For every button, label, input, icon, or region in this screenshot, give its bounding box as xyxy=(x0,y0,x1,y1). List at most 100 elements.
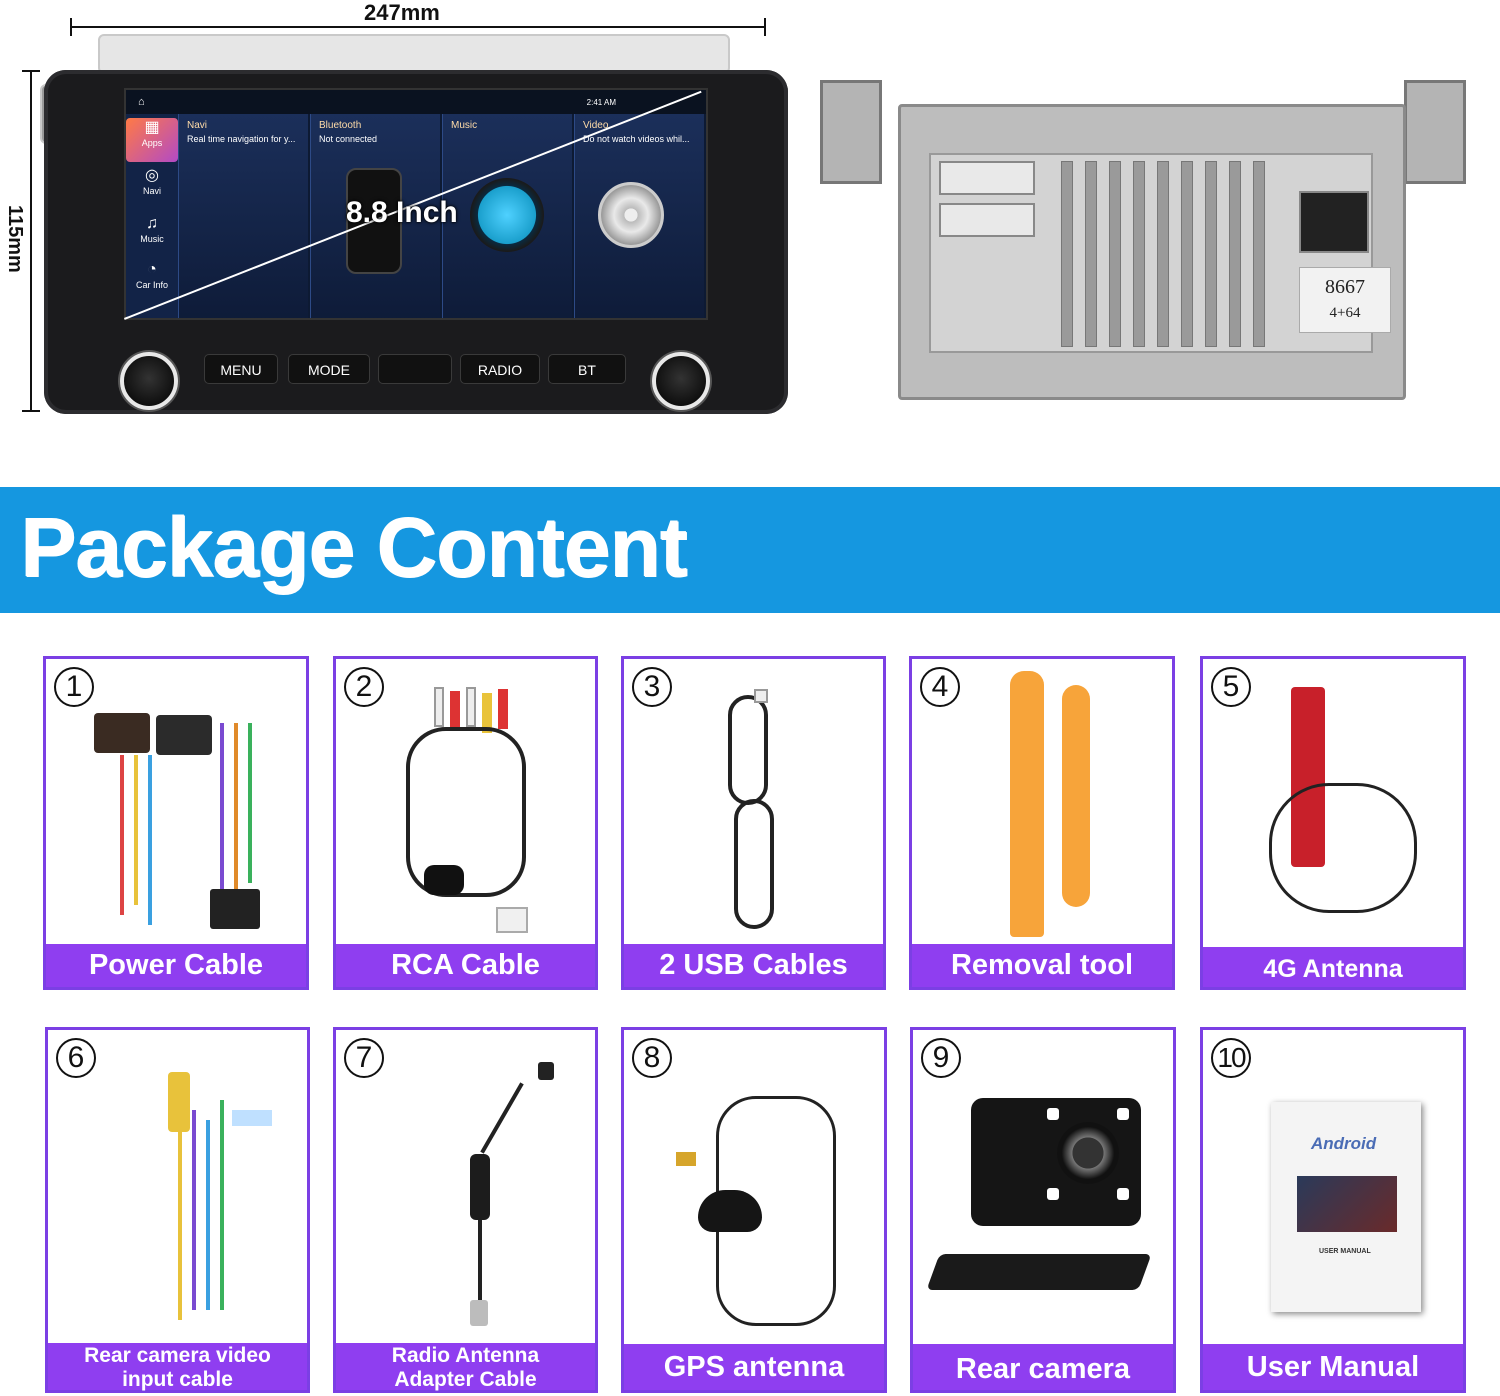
home-icon: ⌂ xyxy=(138,96,145,108)
user-manual-image: Android USER MANUAL xyxy=(1271,1102,1421,1312)
item-number: 6 xyxy=(56,1038,96,1078)
banner-title: Package Content xyxy=(20,500,688,594)
status-time: 2:41 AM xyxy=(586,98,616,107)
screen-sidebar: ▦ Apps ◎ Navi ♫ Music ◔ Car Info xyxy=(126,114,178,318)
radio-button: RADIO xyxy=(460,354,540,384)
grid-icon: ▦ xyxy=(144,119,160,136)
sidebar-item-label: Car Info xyxy=(135,280,168,290)
manual-brand: Android xyxy=(1311,1134,1377,1153)
sidebar-item-navi: ◎ Navi xyxy=(126,166,178,210)
item-radio-antenna-adapter: 7 Radio Antenna Adapter Cable xyxy=(333,1027,598,1393)
item-label-line1: Rear camera video xyxy=(84,1344,271,1367)
item-number: 10 xyxy=(1211,1038,1251,1078)
gps-antenna-image xyxy=(676,1096,856,1336)
power-cable-image xyxy=(90,713,280,933)
heatsink-fin xyxy=(1061,161,1073,347)
item-rca-cable: 2 RCA Cable xyxy=(333,656,598,990)
memory-spec: 4+64 xyxy=(1329,305,1361,321)
power-connector xyxy=(1299,191,1369,253)
item-number: 2 xyxy=(344,667,384,707)
blank-button xyxy=(378,354,452,384)
manual-caption: USER MANUAL xyxy=(1319,1248,1371,1255)
sidebar-item-music: ♫ Music xyxy=(126,214,178,258)
width-dimension-label: 247mm xyxy=(364,0,440,25)
item-user-manual: 10 Android USER MANUAL User Manual xyxy=(1200,1027,1466,1393)
top-mount-bracket xyxy=(98,34,730,74)
item-rear-camera-input-cable: 6 Rear camera video input cable xyxy=(45,1027,310,1393)
item-number: 5 xyxy=(1211,667,1251,707)
item-gps-antenna: 8 GPS antenna xyxy=(621,1027,887,1393)
music-disc-icon xyxy=(470,178,544,252)
item-label: Rear camera xyxy=(913,1344,1173,1390)
item-usb-cables: 3 2 USB Cables xyxy=(621,656,886,990)
rear-mount-ear-left xyxy=(820,80,882,184)
rear-camera-image xyxy=(926,1098,1153,1328)
bt-button: BT xyxy=(548,354,626,384)
sidebar-item-label: Music xyxy=(140,234,164,244)
item-label: Power Cable xyxy=(46,944,306,987)
model-number: 8667 xyxy=(1325,276,1365,298)
card-subtitle: Real time navigation for y... xyxy=(187,134,296,144)
item-label: User Manual xyxy=(1203,1344,1463,1390)
item-label-line1: Radio Antenna xyxy=(391,1344,540,1367)
sidebar-item-label: Apps xyxy=(141,138,163,148)
heatsink-fin xyxy=(1109,161,1121,347)
removal-tool-image xyxy=(1008,671,1098,939)
item-label: Radio Antenna Adapter Cable xyxy=(336,1343,595,1391)
card-title: Video xyxy=(583,120,609,131)
usb-cable-image xyxy=(720,689,790,935)
rear-mount-ear-right xyxy=(1404,80,1466,184)
sidebar-item-apps: ▦ Apps xyxy=(126,118,178,162)
item-number: 7 xyxy=(344,1038,384,1078)
item-removal-tool: 4 Removal tool xyxy=(909,656,1175,990)
heatsink-fin xyxy=(1253,161,1265,347)
rear-heatsink-panel: 8667 4+64 xyxy=(929,153,1391,353)
4g-antenna-image xyxy=(1269,687,1419,927)
heatsink-fin xyxy=(1133,161,1145,347)
item-number: 1 xyxy=(54,667,94,707)
compass-icon: ◎ xyxy=(145,167,159,184)
harness-connector xyxy=(939,161,1035,195)
card-subtitle: Do not watch videos whil... xyxy=(583,134,690,144)
mode-button: MODE xyxy=(288,354,370,384)
rear-camera-cable-image xyxy=(104,1070,274,1330)
item-number: 8 xyxy=(632,1038,672,1078)
model-sticker: 8667 4+64 xyxy=(1299,267,1391,333)
item-label: 2 USB Cables xyxy=(624,944,883,987)
item-number: 4 xyxy=(920,667,960,707)
heatsink-fin xyxy=(1085,161,1097,347)
card-navi: Navi Real time navigation for y... xyxy=(178,114,308,318)
rca-cable-image xyxy=(396,687,546,937)
item-label: Removal tool xyxy=(912,944,1172,987)
item-label: GPS antenna xyxy=(624,1344,884,1390)
height-dimension-line xyxy=(22,70,40,412)
item-label: 4G Antenna xyxy=(1203,947,1463,987)
gauge-icon: ◔ xyxy=(147,261,157,278)
item-label: Rear camera video input cable xyxy=(48,1343,307,1391)
height-dimension-label: 115mm xyxy=(4,205,26,273)
music-note-icon: ♫ xyxy=(146,215,158,232)
left-volume-knob xyxy=(120,352,178,410)
item-label: RCA Cable xyxy=(336,944,595,987)
card-subtitle: Not connected xyxy=(319,134,378,144)
film-reel-icon xyxy=(598,182,664,248)
heatsink-fin xyxy=(1205,161,1217,347)
sidebar-item-label: Navi xyxy=(142,186,161,196)
item-rear-camera: 9 Rear camera xyxy=(910,1027,1176,1393)
head-unit-rear: 8667 4+64 xyxy=(820,80,1466,400)
heatsink-fin xyxy=(1181,161,1193,347)
width-dimension-line xyxy=(70,18,766,36)
sidebar-item-car-info: ◔ Car Info xyxy=(126,260,178,304)
card-title: Bluetooth xyxy=(319,120,362,131)
radio-antenna-adapter-image xyxy=(400,1054,560,1334)
item-label-line2: input cable xyxy=(122,1368,233,1391)
harness-connector xyxy=(939,203,1035,237)
rear-chassis: 8667 4+64 xyxy=(898,104,1406,400)
item-number: 3 xyxy=(632,667,672,707)
item-4g-antenna: 5 4G Antenna xyxy=(1200,656,1466,990)
item-number: 9 xyxy=(921,1038,961,1078)
menu-button: MENU xyxy=(204,354,278,384)
card-title: Music xyxy=(451,120,478,131)
item-power-cable: 1 Power Cable xyxy=(43,656,309,990)
right-tune-knob xyxy=(652,352,710,410)
